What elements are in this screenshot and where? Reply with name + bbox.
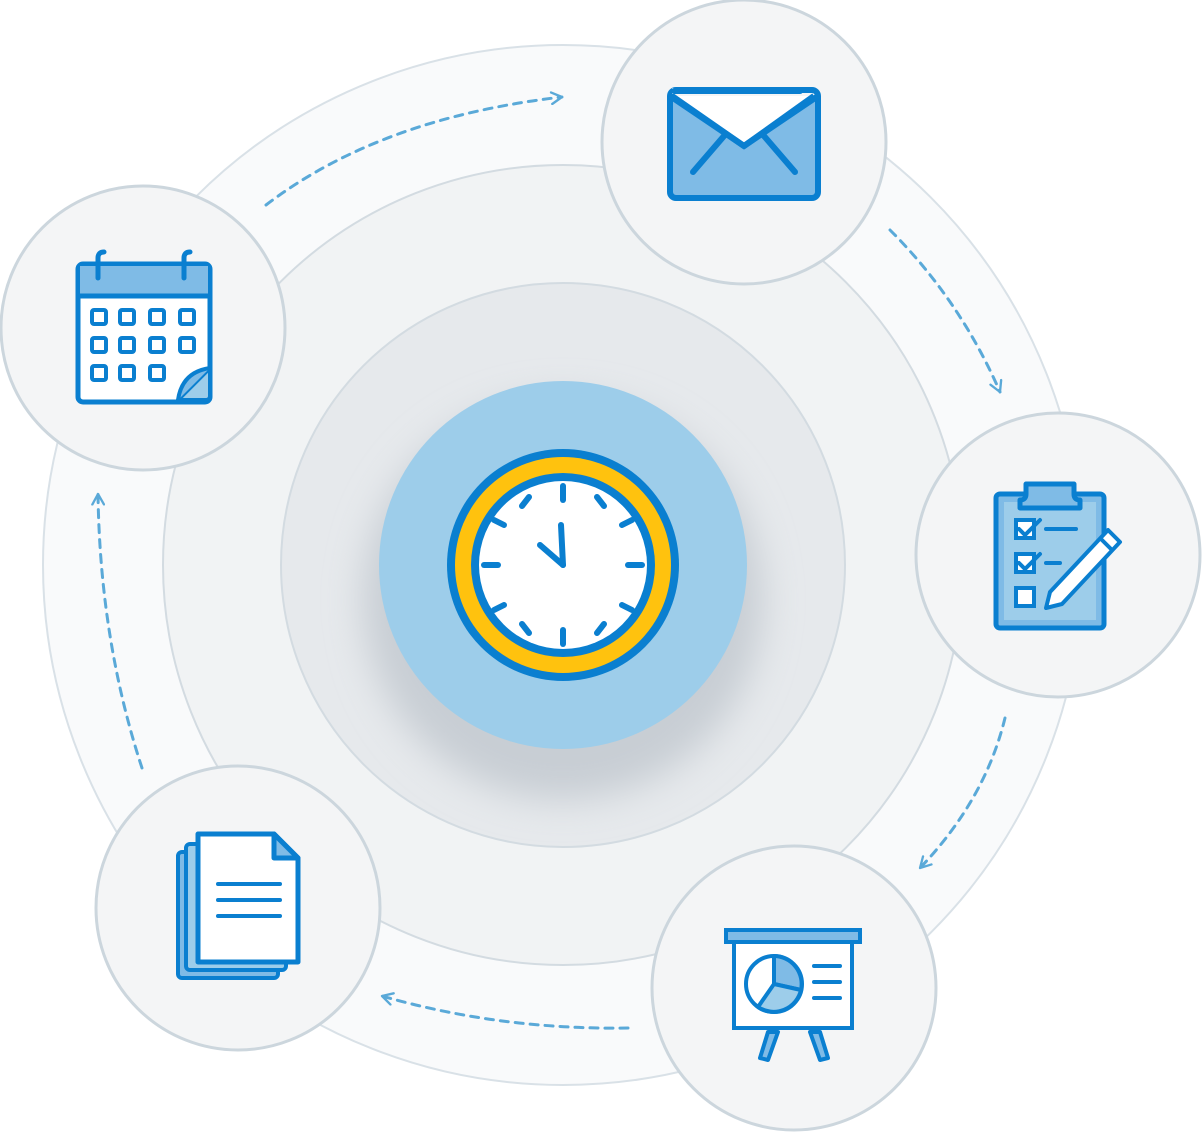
envelope-icon xyxy=(667,87,821,201)
node-documents xyxy=(94,764,382,1052)
node-presentation xyxy=(650,844,938,1132)
presentation-board-icon xyxy=(724,928,862,1062)
flow-arrow-calendar-to-email xyxy=(264,91,564,207)
flow-arrow-checklist-to-presentation xyxy=(918,716,1007,870)
flow-arrow-email-to-checklist xyxy=(888,228,1003,394)
flow-arrow-presentation-to-documents xyxy=(380,992,630,1030)
documents-icon xyxy=(176,831,301,980)
node-email xyxy=(600,0,888,286)
clipboard-checklist-icon xyxy=(993,481,1122,631)
clock-icon xyxy=(447,449,679,681)
node-calendar xyxy=(0,184,287,472)
node-checklist xyxy=(914,411,1202,699)
flow-arrow-documents-to-calendar xyxy=(91,492,144,770)
calendar-icon xyxy=(75,249,213,405)
